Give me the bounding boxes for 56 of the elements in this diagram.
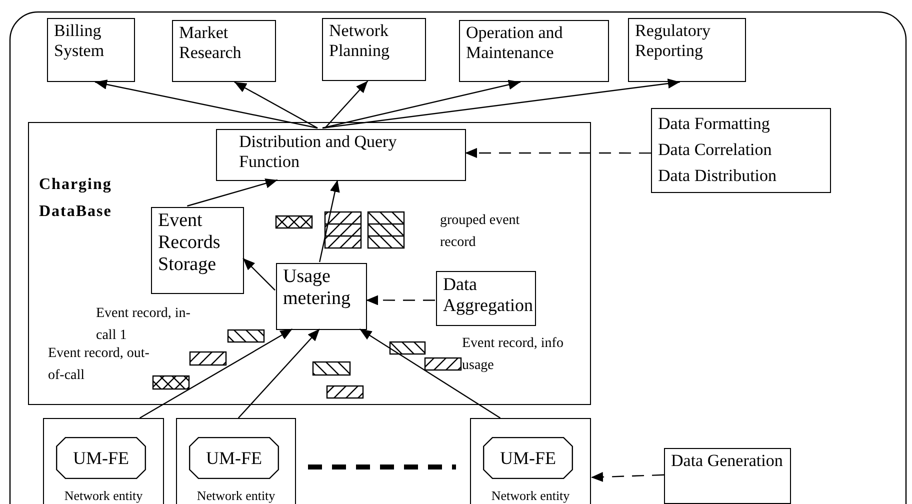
node-label: Regulatory Reporting [634, 20, 712, 62]
function-item: Data Formatting [658, 113, 771, 135]
arrow [465, 148, 651, 158]
node-label: Billing System [53, 20, 106, 62]
arrow [187, 178, 278, 207]
node-label: Network entity [196, 489, 276, 504]
node-label: UM-FE [72, 448, 129, 468]
panel-title: Charging DataBase [39, 175, 113, 222]
node-label: Event Records Storage [157, 209, 222, 277]
node-label: Network Planning [328, 20, 390, 62]
arrow [319, 180, 340, 262]
process-box [628, 18, 746, 82]
arrow [322, 78, 680, 129]
process-box [664, 448, 791, 504]
um-fe-octagon [189, 437, 279, 479]
arrow [324, 80, 368, 128]
arrow [590, 472, 664, 482]
node-label: Network entity [491, 489, 570, 504]
process-box [436, 271, 536, 326]
function-list-box [651, 108, 831, 193]
network-entity-box [176, 418, 296, 504]
function-item: Data Distribution [658, 165, 778, 187]
arrow [359, 328, 501, 418]
node-label: Operation and Maintenance [465, 22, 564, 64]
process-box [322, 18, 426, 81]
arrow [322, 80, 521, 129]
arrow [238, 328, 320, 418]
record-caption: Event record, info usage [462, 335, 564, 375]
node-label: Network entity [64, 489, 143, 504]
process-box [172, 20, 276, 82]
arrow [234, 81, 318, 129]
process-box [151, 207, 244, 294]
process-box [216, 129, 466, 181]
node-label: Market Research [178, 22, 242, 64]
node-label: UM-FE [500, 448, 556, 468]
record-caption: Event record, out-of-call [48, 345, 150, 385]
node-label: Usage metering [282, 265, 352, 311]
node-label: Distribution and Query Function [238, 131, 398, 173]
network-entity-box [470, 418, 591, 504]
arrow [140, 328, 293, 419]
function-item: Data Correlation [658, 139, 773, 161]
arrow [366, 295, 435, 306]
database-panel [28, 122, 591, 405]
arrow [94, 80, 318, 129]
process-box [47, 18, 135, 82]
process-box [276, 263, 367, 330]
um-fe-octagon [483, 437, 573, 479]
record-caption: grouped event record [440, 212, 521, 252]
um-fe-octagon [56, 437, 146, 479]
node-label: Data Aggregation [442, 273, 534, 317]
record-caption: Event record, in-call 1 [96, 305, 192, 345]
node-label: Data Generation [670, 450, 784, 472]
process-box [459, 20, 609, 82]
arrow [242, 258, 276, 291]
node-label: UM-FE [206, 448, 262, 468]
network-entity-box [43, 418, 164, 504]
